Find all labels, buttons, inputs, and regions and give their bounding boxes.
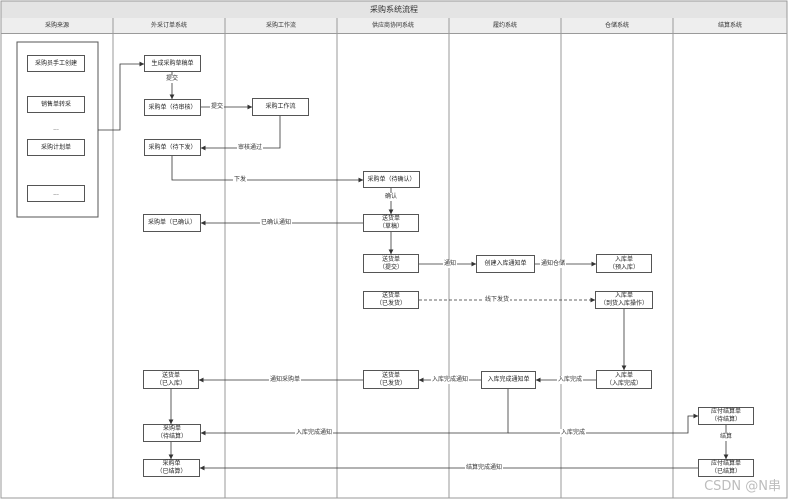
- edge-source-to-draft: [98, 61, 145, 131]
- node-manual-create: 采购员手工创建: [27, 55, 85, 72]
- label-offline-ship: 线下发货: [483, 296, 511, 304]
- node-dn-shipped-2: 送货单 （已发货）: [363, 370, 419, 389]
- lane-header-settlement: 结算系统: [673, 18, 787, 34]
- node-payable-settled: 应付结算单 （已结算）: [698, 459, 754, 477]
- node-source-more: ...: [27, 185, 85, 202]
- node-purchase-workflow: 采购工作流: [252, 98, 309, 116]
- edge-issue-to-confirm: [171, 156, 364, 183]
- lane-header-supplier: 供应商协同系统: [337, 18, 449, 34]
- node-inbound-done-notice: 入库完成通知单: [481, 371, 536, 389]
- lane-header-source: 采购来源: [1, 18, 113, 34]
- label-inbound-complete-2: 入库完成: [559, 429, 587, 437]
- label-submit-2: 提交: [209, 103, 225, 111]
- node-po-confirmed: 采购单（已确认）: [143, 214, 201, 232]
- node-inbound-arrived: 入库单 （到货入库操作）: [595, 291, 653, 309]
- lane-header-fulfillment: 履约系统: [449, 18, 561, 34]
- lane-header-workflow: 采购工作流: [225, 18, 337, 34]
- node-po-settled: 采购单 （已结算）: [143, 459, 200, 477]
- node-create-inbound-notice: 创建入库通知单: [476, 255, 535, 273]
- source-group-box: [16, 41, 99, 218]
- label-approved: 审核通过: [236, 144, 264, 152]
- watermark: CSDN @N串: [704, 479, 781, 494]
- label-notify-warehouse: 通知仓储: [539, 260, 567, 268]
- edge-notice-to-payable: [508, 413, 699, 434]
- label-notify-po: 通知采购单: [268, 376, 302, 384]
- node-inbound-pre: 入库单 （预入库）: [596, 254, 652, 273]
- label-inbound-complete-notify-2: 入库完成通知: [294, 429, 334, 437]
- edge-notice-to-pending-settle: [200, 389, 509, 436]
- node-dn-shipped: 送货单 （已发货）: [363, 291, 419, 309]
- label-submit: 提交: [164, 75, 180, 83]
- lane-header-order: 外采订单系统: [113, 18, 225, 34]
- label-notify: 通知: [442, 260, 458, 268]
- node-po-pending-issue: 采购单（待下发）: [144, 139, 201, 156]
- node-purchase-plan: 采购计划单: [27, 139, 85, 156]
- label-issue: 下发: [232, 176, 248, 184]
- label-settle-complete-notify: 结算完成通知: [464, 464, 504, 472]
- node-generate-draft: 生成采购草稿单: [144, 55, 201, 72]
- label-inbound-complete: 入库完成: [556, 376, 584, 384]
- label-confirm: 确认: [383, 193, 399, 201]
- node-dn-inbound: 送货单 （已入库）: [143, 370, 199, 389]
- node-dn-draft: 送货单 （草稿）: [363, 214, 419, 232]
- node-payable-pending: 应付结算单 （待结算）: [698, 407, 754, 425]
- label-confirmed-notify: 已确认通知: [259, 219, 293, 227]
- node-sales-transfer: 销售单转采: [27, 96, 85, 113]
- node-inbound-done: 入库单 （入库完成）: [596, 370, 652, 389]
- node-po-pending-confirm: 采购单（待确认）: [363, 171, 420, 188]
- label-inbound-complete-notify: 入库完成通知: [430, 376, 470, 384]
- label-source-ellipsis: ...: [53, 125, 59, 132]
- edge-workflow-to-issue: [200, 116, 281, 151]
- lane-header-warehouse: 仓储系统: [561, 18, 673, 34]
- node-dn-submitted: 送货单 （提交）: [363, 254, 419, 273]
- node-po-pending-review: 采购单（待审核）: [144, 99, 201, 116]
- node-po-pending-settle: 采购单 （待结算）: [143, 424, 201, 442]
- label-settle: 结算: [718, 433, 734, 441]
